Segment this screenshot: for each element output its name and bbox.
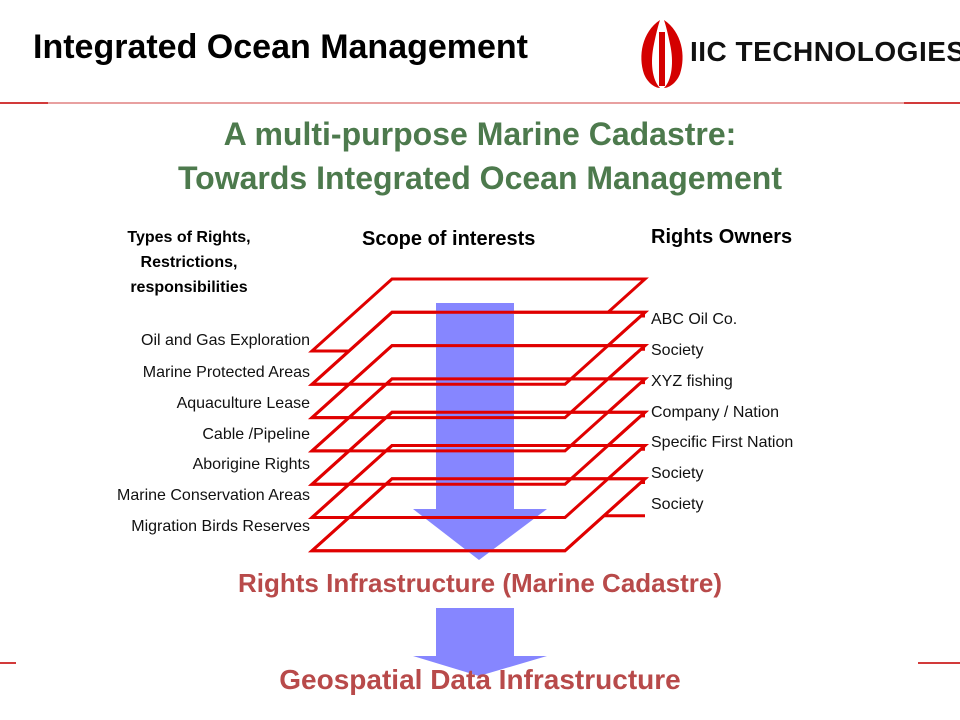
rights-owner-label: Specific First Nation xyxy=(651,434,794,451)
footer-rule-right xyxy=(918,662,960,664)
rights-type-label: Marine Protected Areas xyxy=(142,364,310,381)
layer-stack xyxy=(308,277,649,676)
rights-owner-label: Society xyxy=(651,496,704,513)
logo-text: IIC TECHNOLOGIES xyxy=(690,36,960,67)
types-of-rights-heading: Types of Rights, Restrictions, responsib… xyxy=(70,225,308,300)
rights-type-label: Cable /Pipeline xyxy=(202,426,310,443)
layer-plane-outline xyxy=(308,377,649,453)
slide-title-line-1: A multi-purpose Marine Cadastre: xyxy=(223,116,737,152)
layer-plane-outline xyxy=(308,477,649,553)
rights-type-label: Aquaculture Lease xyxy=(176,395,310,412)
rights-owners-heading: Rights Owners xyxy=(651,226,793,248)
types-heading-line: Restrictions, xyxy=(140,254,238,271)
header-rule-left xyxy=(0,102,48,104)
down-arrow-icon xyxy=(413,303,547,560)
slide-title-line-2: Towards Integrated Ocean Management xyxy=(178,160,782,196)
geospatial-data-infrastructure-label: Geospatial Data Infrastructure xyxy=(279,664,681,695)
rights-owner-label: Society xyxy=(651,465,704,482)
layer-plane-outline xyxy=(308,444,649,519)
types-heading-line: responsibilities xyxy=(130,279,248,296)
rights-type-label: Oil and Gas Exploration xyxy=(141,332,310,349)
rights-type-label: Aborigine Rights xyxy=(192,456,310,473)
types-heading-line: Types of Rights, xyxy=(127,229,251,246)
rights-owner-label: Society xyxy=(651,342,704,359)
header-title: Integrated Ocean Management xyxy=(33,28,529,66)
rights-owner-label: XYZ fishing xyxy=(651,373,733,390)
rights-owner-label: Company / Nation xyxy=(651,404,780,421)
rights-type-label: Migration Birds Reserves xyxy=(131,518,310,535)
company-logo xyxy=(641,20,683,88)
rights-owner-label: ABC Oil Co. xyxy=(651,311,738,328)
rights-type-label: Marine Conservation Areas xyxy=(117,487,310,504)
flame-logo-icon xyxy=(641,20,683,88)
scope-of-interests-heading: Scope of interests xyxy=(362,228,536,250)
layer-plane-outline xyxy=(308,310,649,386)
down-arrow-icon xyxy=(413,608,547,676)
header-rule-center xyxy=(48,102,904,104)
layer-plane-outline xyxy=(308,344,649,420)
layer-plane-outline xyxy=(308,410,649,486)
footer-rule-left xyxy=(0,662,16,664)
header-rule-right xyxy=(904,102,960,104)
marine-cadastre-label: Rights Infrastructure (Marine Cadastre) xyxy=(238,568,722,598)
